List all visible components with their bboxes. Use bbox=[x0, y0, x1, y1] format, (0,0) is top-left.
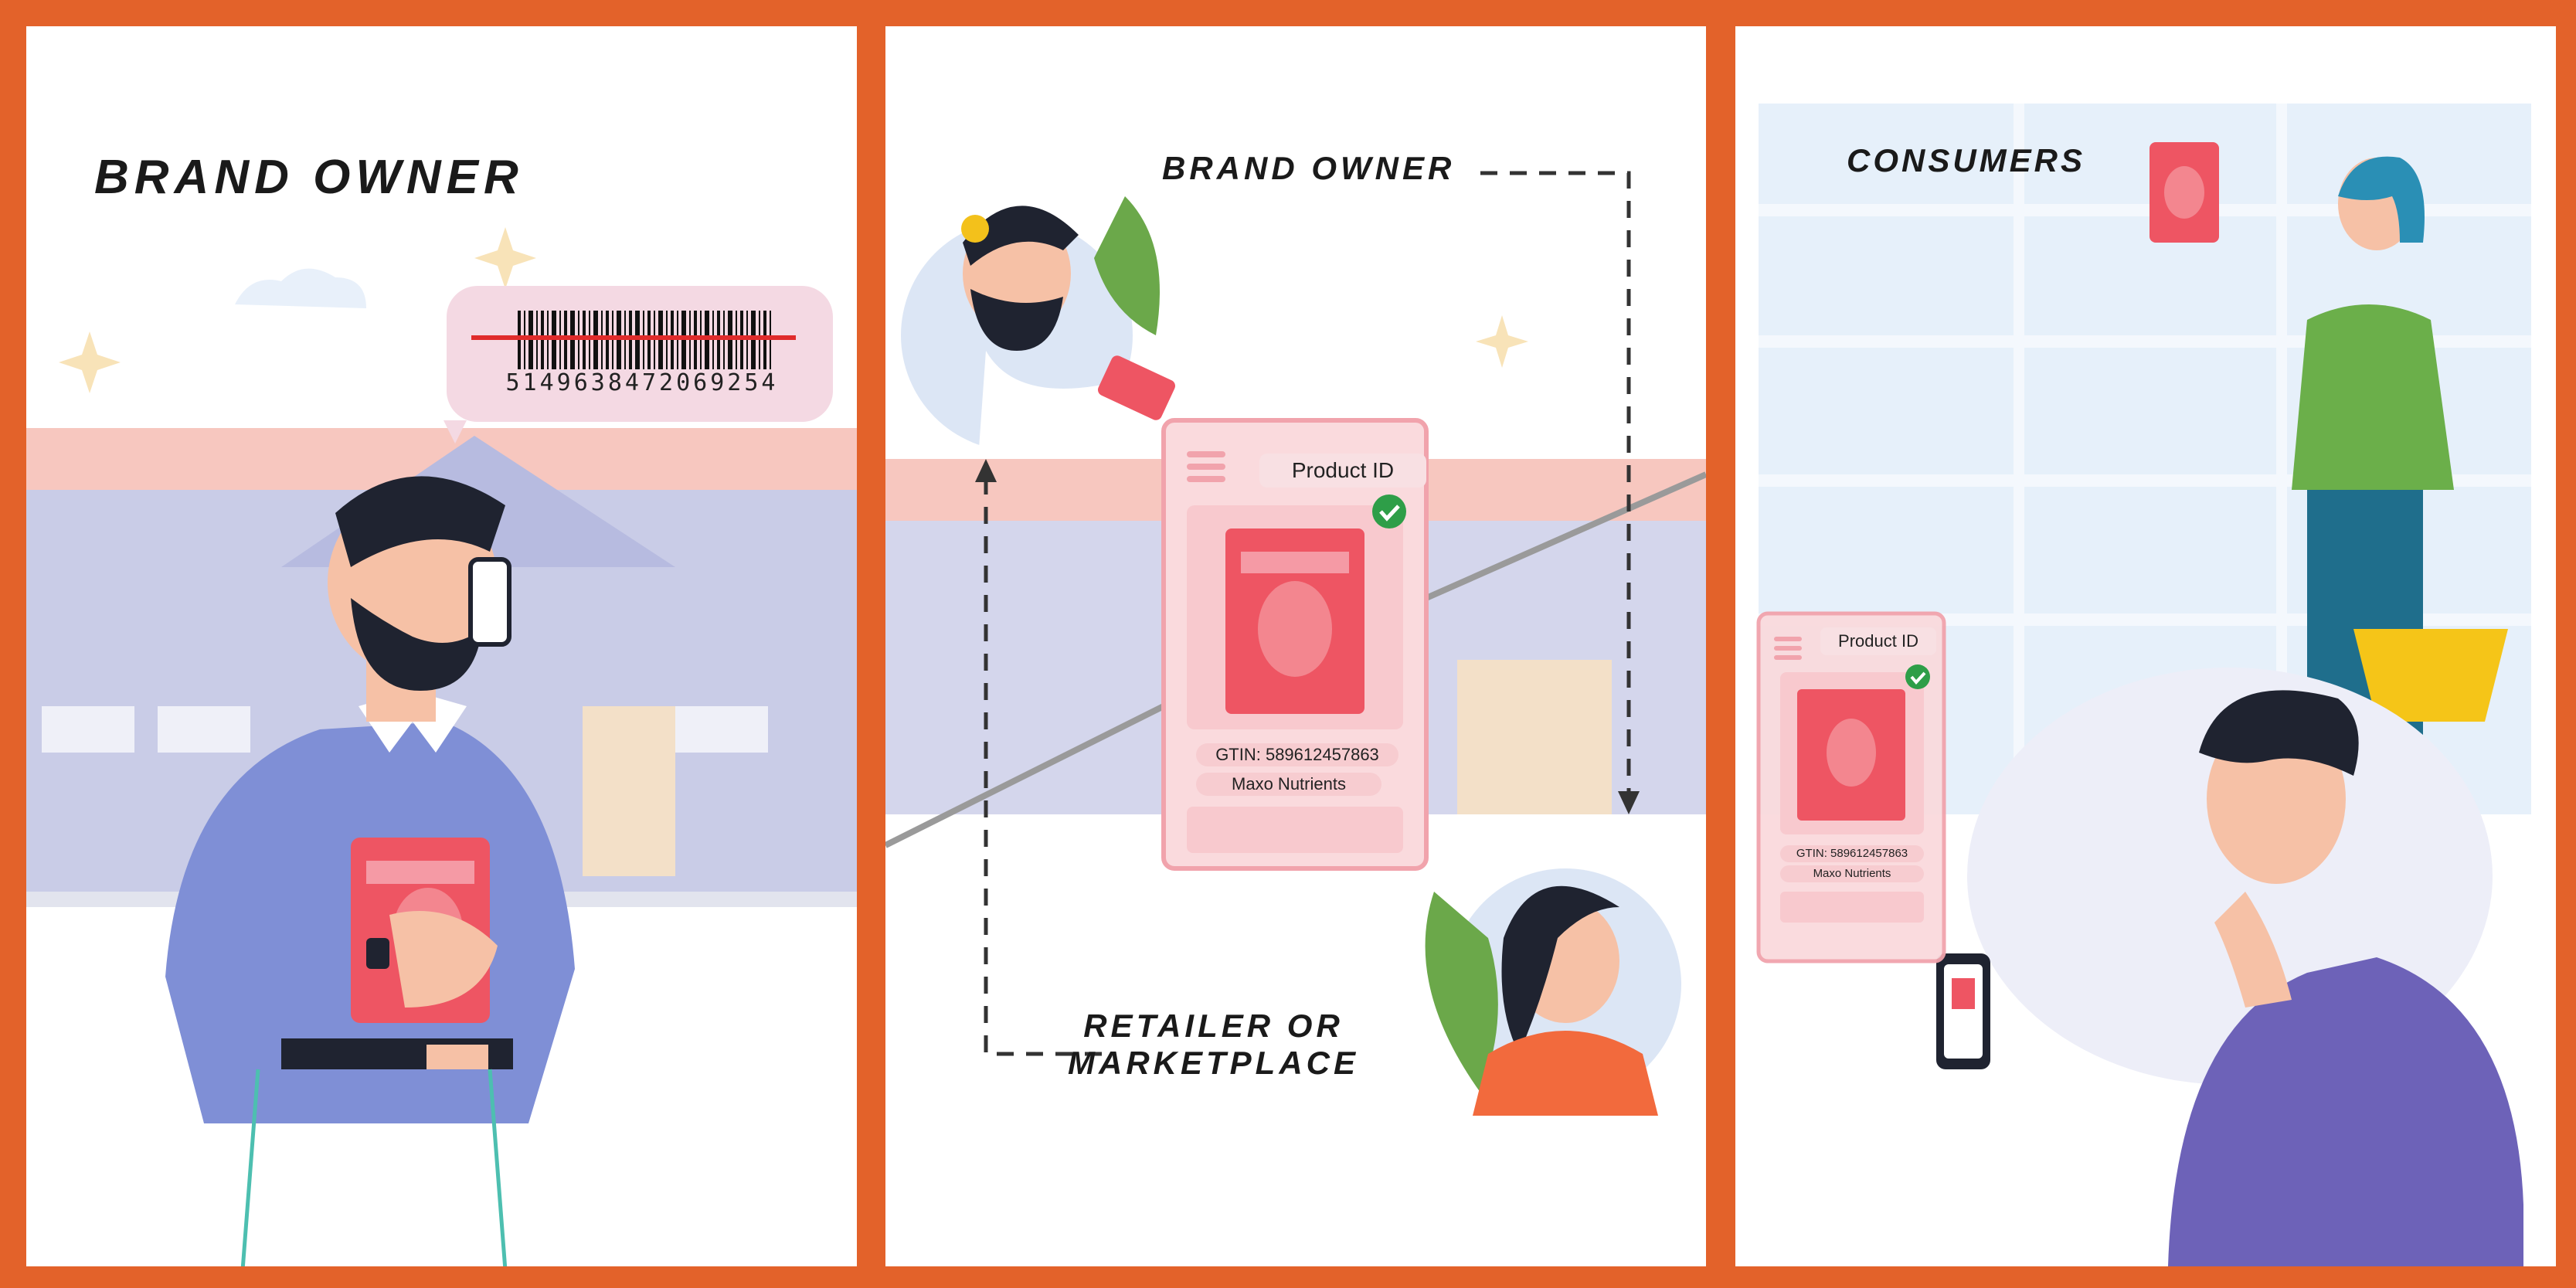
man-hand bbox=[2214, 892, 2292, 1008]
sparkle-icon bbox=[474, 227, 536, 289]
man-hair bbox=[335, 476, 505, 567]
avatar-jacket bbox=[1473, 1031, 1658, 1116]
woman-cardigan bbox=[2292, 304, 2454, 490]
checkmark-icon bbox=[1372, 494, 1406, 528]
sparkle-icon bbox=[59, 331, 121, 393]
phone-icon bbox=[468, 557, 511, 647]
man-trousers bbox=[240, 1069, 508, 1266]
brand-owner-label: BRAND OWNER bbox=[1162, 150, 1456, 186]
gtin-value: GTIN: 589612457863 bbox=[1196, 743, 1398, 766]
menu-icon bbox=[1774, 637, 1802, 641]
card-footer bbox=[1780, 892, 1924, 923]
product-label bbox=[366, 861, 474, 884]
product-emblem bbox=[1258, 581, 1332, 677]
brand-owner-heading: BRAND OWNER bbox=[94, 151, 524, 204]
menu-icon bbox=[1187, 451, 1225, 457]
flow-arrow-up bbox=[984, 474, 1102, 1056]
retailer-label: RETAILER OR MARKETPLACE bbox=[1068, 1008, 1359, 1082]
panel3-scene bbox=[1756, 104, 2531, 1266]
arrow-head-down bbox=[1618, 791, 1640, 814]
panel-brand-owner: BRAND OWNER 5149638472069254 bbox=[26, 26, 857, 1266]
boxes bbox=[1457, 660, 1612, 814]
avatar-beard bbox=[970, 289, 1063, 351]
panel2-scene bbox=[885, 171, 1706, 1116]
window bbox=[42, 706, 134, 753]
card-icon bbox=[1098, 355, 1175, 420]
cloud bbox=[235, 268, 366, 308]
avatar-hair bbox=[1501, 885, 1619, 1054]
watch-icon bbox=[366, 938, 389, 969]
headset-icon bbox=[961, 215, 989, 243]
shopping-basket-icon bbox=[2353, 629, 2508, 722]
panel-flow: BRAND OWNER Product ID GTIN: 58961245786… bbox=[885, 26, 1706, 1266]
avatar-shirt bbox=[978, 351, 1117, 459]
woman-hair bbox=[2338, 156, 2425, 243]
product-id-label: Product ID bbox=[1259, 454, 1426, 488]
window bbox=[675, 706, 768, 753]
man-beard bbox=[351, 598, 482, 691]
window bbox=[158, 706, 250, 753]
boxes bbox=[583, 706, 675, 876]
man-hand bbox=[389, 911, 498, 1008]
consumers-heading: CONSUMERS bbox=[1847, 142, 2086, 178]
brand-name: Maxo Nutrients bbox=[1780, 865, 1924, 882]
sparkle-icon bbox=[1476, 315, 1528, 368]
avatar-hair bbox=[963, 206, 1079, 266]
leaf bbox=[1094, 196, 1160, 335]
man-hair bbox=[2199, 690, 2359, 776]
product-id-label: Product ID bbox=[1820, 627, 1936, 655]
barcode-number: 5149638472069254 bbox=[505, 369, 779, 396]
belt-buckle bbox=[427, 1045, 488, 1069]
brand-name: Maxo Nutrients bbox=[1196, 773, 1381, 796]
retailer-label-text: RETAILER OR MARKETPLACE bbox=[1068, 1008, 1359, 1081]
barcode-speech-bubble bbox=[447, 286, 833, 422]
card-footer bbox=[1187, 807, 1403, 853]
leaf bbox=[1425, 892, 1498, 1093]
panel-consumers: CONSUMERS Product ID GTIN: 589612457863 … bbox=[1735, 26, 2556, 1266]
gtin-value: GTIN: 589612457863 bbox=[1780, 845, 1924, 862]
divider-line bbox=[885, 471, 1706, 848]
man-sweater bbox=[2168, 957, 2523, 1266]
flow-arrow-down bbox=[1480, 171, 1631, 799]
checkmark-icon bbox=[1905, 664, 1930, 689]
arrow-head-up bbox=[975, 459, 997, 482]
panel1-scene bbox=[26, 227, 857, 1266]
